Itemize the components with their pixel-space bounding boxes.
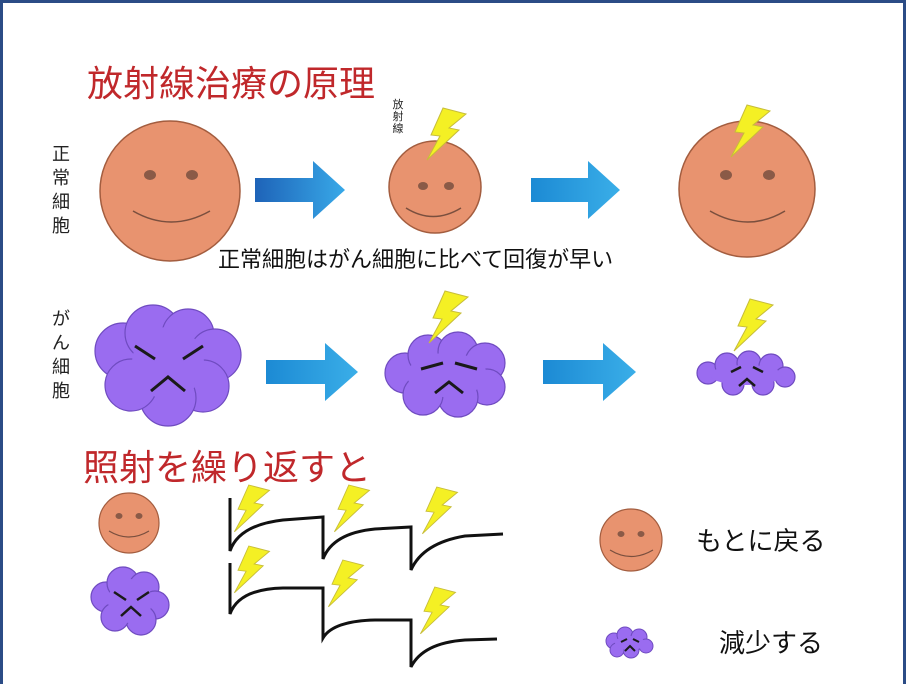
legend-cancer-cell-icon [605, 626, 654, 659]
arrow-right-icon [543, 343, 636, 401]
legend-normal-cell-icon [599, 508, 663, 572]
lightning-bolt-icon [234, 545, 271, 594]
normal-recovery-curve [228, 498, 504, 571]
repeat-title: 照射を繰り返すと [83, 448, 372, 489]
arrow-right-icon [531, 161, 620, 219]
arrow-right-icon [266, 343, 358, 401]
lightning-bolt-icon [334, 484, 371, 533]
recovery-caption: 正常細胞はがん細胞に比べて回復が早い [218, 248, 614, 273]
cancer-decline-curve [228, 563, 498, 668]
lightning-bolt-icon [420, 586, 457, 635]
cancer-cell-large-icon [94, 304, 242, 427]
normal-cell-large-icon [99, 120, 241, 262]
main-title: 放射線治療の原理 [87, 64, 376, 105]
lightning-bolt-icon [730, 104, 772, 158]
lightning-bolt-icon [733, 298, 775, 352]
normal-cell-mini-icon [98, 492, 160, 554]
cancer-cell-medium-icon [384, 331, 506, 418]
arrow-right-icon [255, 161, 345, 219]
cancer-cell-label: がん細胞 [52, 309, 70, 402]
lightning-bolt-icon [426, 107, 468, 161]
legend-cancer-text: 減少する [719, 629, 824, 659]
diagram-graphics [90, 104, 816, 668]
normal-cell-recovered-icon [678, 120, 816, 258]
legend-normal-text: もとに戻る [696, 527, 826, 557]
cancer-cell-shrunk-icon [696, 350, 796, 396]
normal-cell-small-icon [388, 140, 482, 234]
radiation-label: 放射線 [392, 98, 404, 135]
normal-cell-label: 正常細胞 [52, 144, 70, 237]
cancer-cell-mini-icon [90, 566, 170, 636]
lightning-bolt-icon [422, 486, 459, 535]
lightning-bolt-icon [428, 290, 470, 344]
lightning-bolt-icon [328, 559, 365, 608]
lightning-bolt-icon [234, 484, 271, 533]
